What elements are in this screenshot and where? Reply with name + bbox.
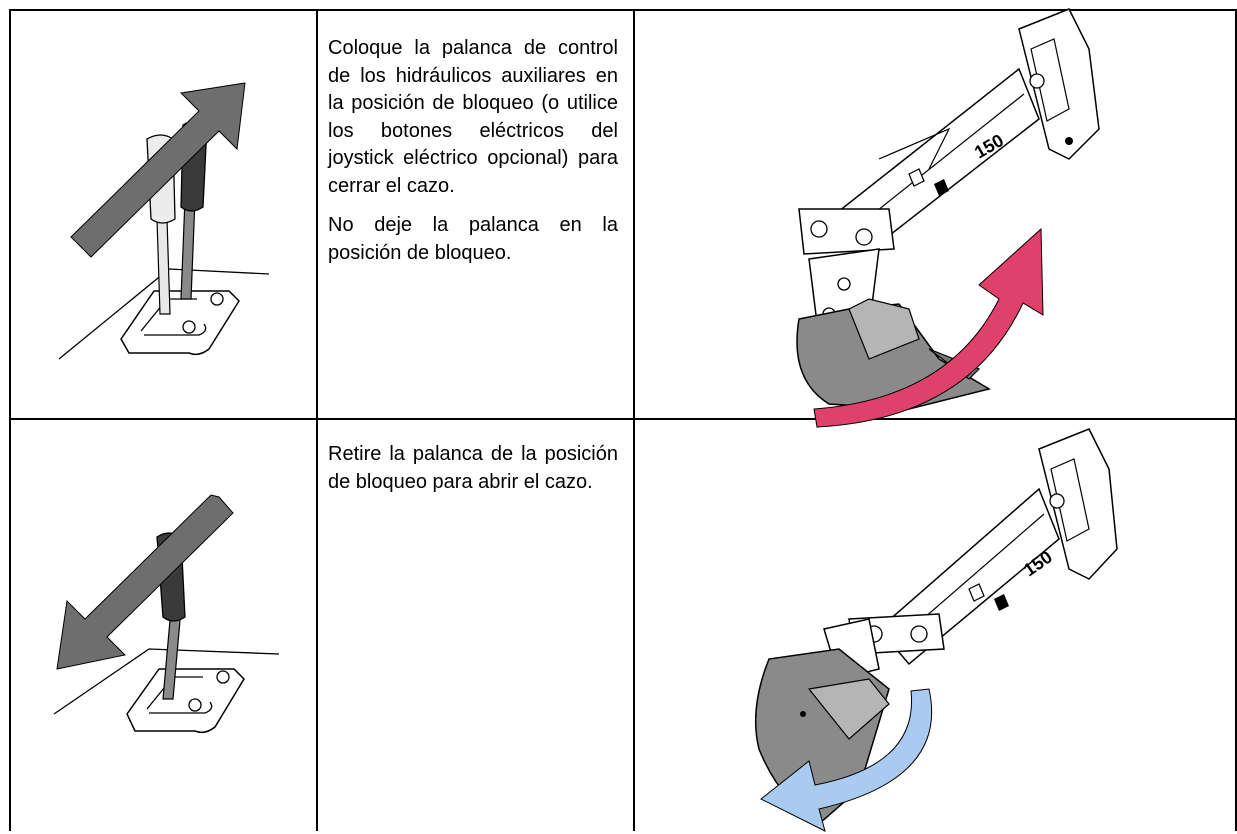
table-border-right: [1235, 9, 1237, 831]
instruction-paragraph: Retire la palanca de la posición de bloq…: [328, 443, 618, 493]
instruction-paragraph: Coloque la palanca de control de los hid…: [328, 37, 618, 197]
table-border-top: [9, 9, 1237, 11]
table-row-divider: [9, 418, 1237, 420]
lever-illustration-release: [53, 494, 280, 734]
instruction-text-2: Retire la palanca de la posición de bloq…: [328, 441, 618, 508]
lever-illustration-lock: [58, 82, 270, 360]
instruction-table: Coloque la palanca de control de los hid…: [9, 8, 1237, 832]
instruction-text-1: Coloque la palanca de control de los hid…: [328, 35, 618, 279]
table-border-left: [9, 9, 11, 831]
backhoe-illustration-close: 150: [796, 8, 1100, 428]
backhoe-illustration-open: 150: [754, 428, 1118, 832]
table-column-divider-1: [316, 9, 318, 831]
table-column-divider-2: [633, 9, 635, 831]
instruction-paragraph: No deje la palanca en la posición de blo…: [328, 214, 618, 264]
